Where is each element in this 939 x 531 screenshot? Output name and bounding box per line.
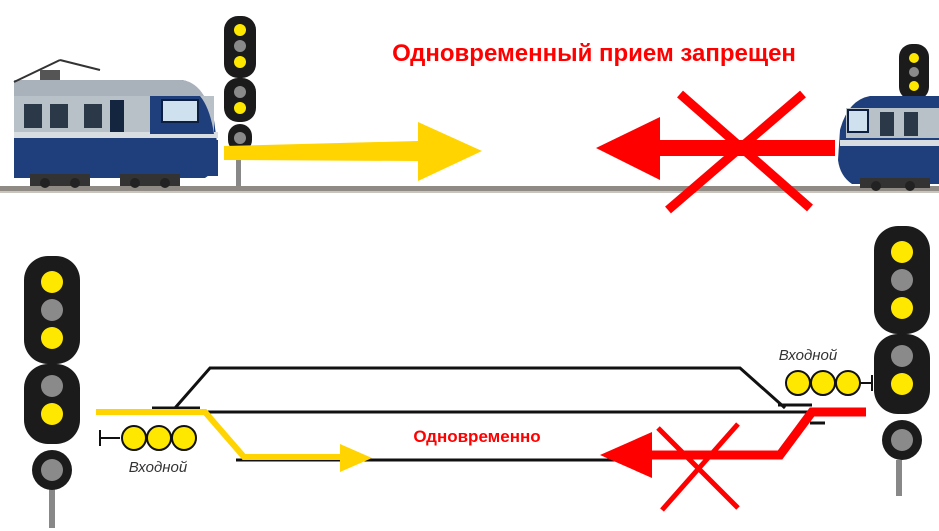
signal-lamp-yellow — [234, 102, 246, 114]
right-train — [838, 96, 939, 191]
signal-lamp-yellow — [909, 81, 919, 91]
cross-mark-icon — [656, 422, 740, 512]
top-title: Одновременный прием запрещен — [392, 40, 796, 67]
signal-lamp-off — [41, 375, 63, 397]
track-upper-siding — [173, 366, 786, 410]
signal-lamp-yellow — [41, 271, 63, 293]
signal-lamp-off — [891, 345, 913, 367]
left-signal-label: Входной — [129, 459, 188, 476]
signal-lamp-off — [891, 429, 913, 451]
bottom-right-signal — [874, 226, 930, 496]
top-right-signal — [899, 44, 929, 100]
top-rail-line — [0, 186, 939, 191]
top-scene: Одновременный прием запрещен — [0, 16, 939, 214]
signal-lamp-yellow — [41, 327, 63, 349]
signal-lamp-off — [234, 86, 246, 98]
bottom-caption: Одновременно — [413, 427, 540, 446]
signal-lamp-yellow — [234, 24, 246, 36]
signal-lamp-yellow — [41, 403, 63, 425]
forbidden-arrow-icon — [596, 117, 835, 180]
signal-lamp-yellow — [891, 241, 913, 263]
track-scheme — [152, 366, 825, 462]
bottom-left-signal — [24, 256, 80, 528]
signal-lamp-off — [234, 40, 246, 52]
allowed-route-arrow-icon — [96, 409, 372, 472]
right-signal-label: Входной — [779, 347, 838, 364]
signal-lamp-yellow — [891, 297, 913, 319]
signal-lamp-off — [909, 67, 919, 77]
signal-lamp-yellow — [891, 373, 913, 395]
left-entry-signal-icon — [99, 425, 197, 451]
signal-lamp-yellow — [234, 56, 246, 68]
cross-mark-icon — [665, 90, 813, 214]
left-train — [13, 59, 218, 188]
signal-lamp-off — [41, 459, 63, 481]
bottom-scene: Входной Входной Одновременно — [24, 226, 930, 528]
signal-lamp-yellow — [909, 53, 919, 63]
signal-lamp-off — [234, 132, 246, 144]
allowed-arrow-icon — [224, 122, 482, 181]
right-entry-signal-icon — [785, 370, 873, 396]
signal-lamp-off — [891, 269, 913, 291]
top-left-signal — [224, 16, 256, 186]
forbidden-route-arrow-icon — [600, 407, 866, 478]
signal-lamp-off — [41, 299, 63, 321]
